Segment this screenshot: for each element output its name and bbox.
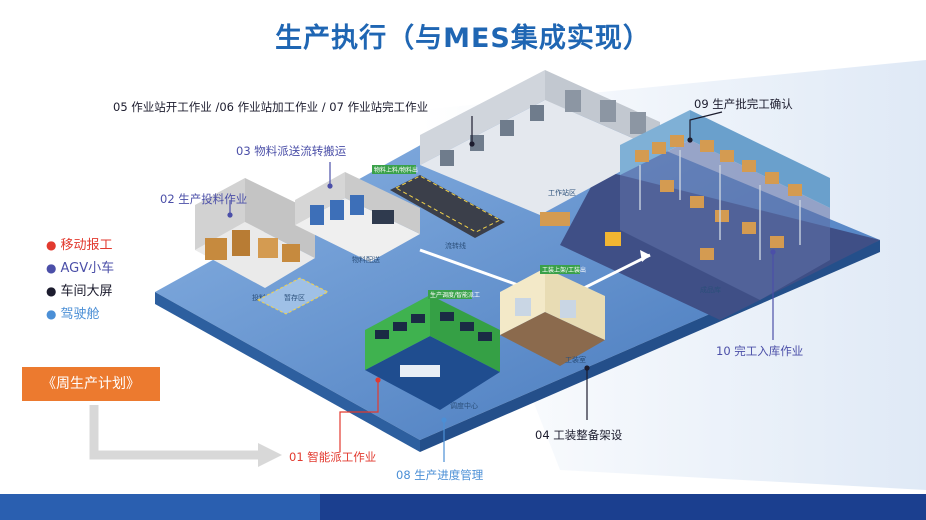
workstation-zone: 工作站区 — [420, 70, 660, 215]
callout-01: 01 智能派工作业 — [289, 450, 377, 464]
tooling-zone: 工装上架/工装出 工装室 — [500, 265, 605, 366]
dot-icon: ● — [46, 261, 57, 275]
weekly-plan-box: 《周生产计划》 — [22, 367, 160, 401]
callout-04: 04 工装整备架设 — [535, 428, 623, 442]
feed-zone: 投料区 — [195, 178, 315, 302]
callout-03: 03 物料派送流转搬运 — [236, 144, 347, 158]
zone-label-material: 物料配送 — [352, 255, 380, 264]
callout-02: 02 生产投料作业 — [160, 192, 248, 206]
forklift — [605, 232, 621, 246]
callout-08: 08 生产进度管理 — [396, 468, 484, 482]
page-title: 生产执行（与MES集成实现） — [275, 23, 651, 54]
zone-label-tooling: 工装室 — [565, 355, 586, 364]
flow-arrow-head — [640, 250, 650, 262]
sign-control: 生产调度/智能派工 — [430, 291, 480, 299]
leader-dots — [227, 137, 776, 423]
callout-05-07: 05 作业站开工作业 /06 作业站加工作业 / 07 作业站完工作业 — [113, 100, 429, 114]
legend-item-cockpit: ●驾驶舱 — [46, 307, 100, 322]
conveyor-line — [390, 175, 505, 238]
dispatch-center: 生产调度/智能派工 调度中心 — [365, 290, 500, 410]
zone-label-workstations: 工作站区 — [548, 188, 576, 197]
footer-band-accent — [0, 494, 320, 520]
dot-icon: ● — [46, 307, 57, 321]
sign-material: 物料上料/物料出 — [374, 166, 418, 174]
zone-label-dispatch: 调度中心 — [450, 401, 478, 410]
cargo-boxes — [540, 212, 570, 226]
zone-label-finished: 成品库 — [700, 285, 721, 294]
callout-10: 10 完工入库作业 — [716, 344, 804, 358]
plan-arrow — [89, 405, 282, 467]
legend-item-mobile-report: ●移动报工 — [46, 238, 113, 253]
material-prep-zone: 物料上料/物料出 物料配送 — [295, 165, 420, 264]
sign-tooling: 工装上架/工装出 — [542, 266, 586, 274]
dot-icon: ● — [46, 238, 57, 252]
leader-lines — [229, 111, 774, 462]
transit-zone — [256, 277, 330, 315]
zone-label-flow: 流转线 — [445, 241, 466, 250]
callout-09: 09 生产批完工确认 — [694, 97, 793, 111]
legend-item-big-screen: ●车间大屏 — [46, 284, 113, 299]
zone-label-transit: 暂存区 — [284, 293, 305, 302]
legend-item-agv: ●AGV小车 — [46, 261, 115, 276]
dot-icon: ● — [46, 284, 57, 298]
finished-warehouse: 成品库 — [620, 110, 830, 300]
